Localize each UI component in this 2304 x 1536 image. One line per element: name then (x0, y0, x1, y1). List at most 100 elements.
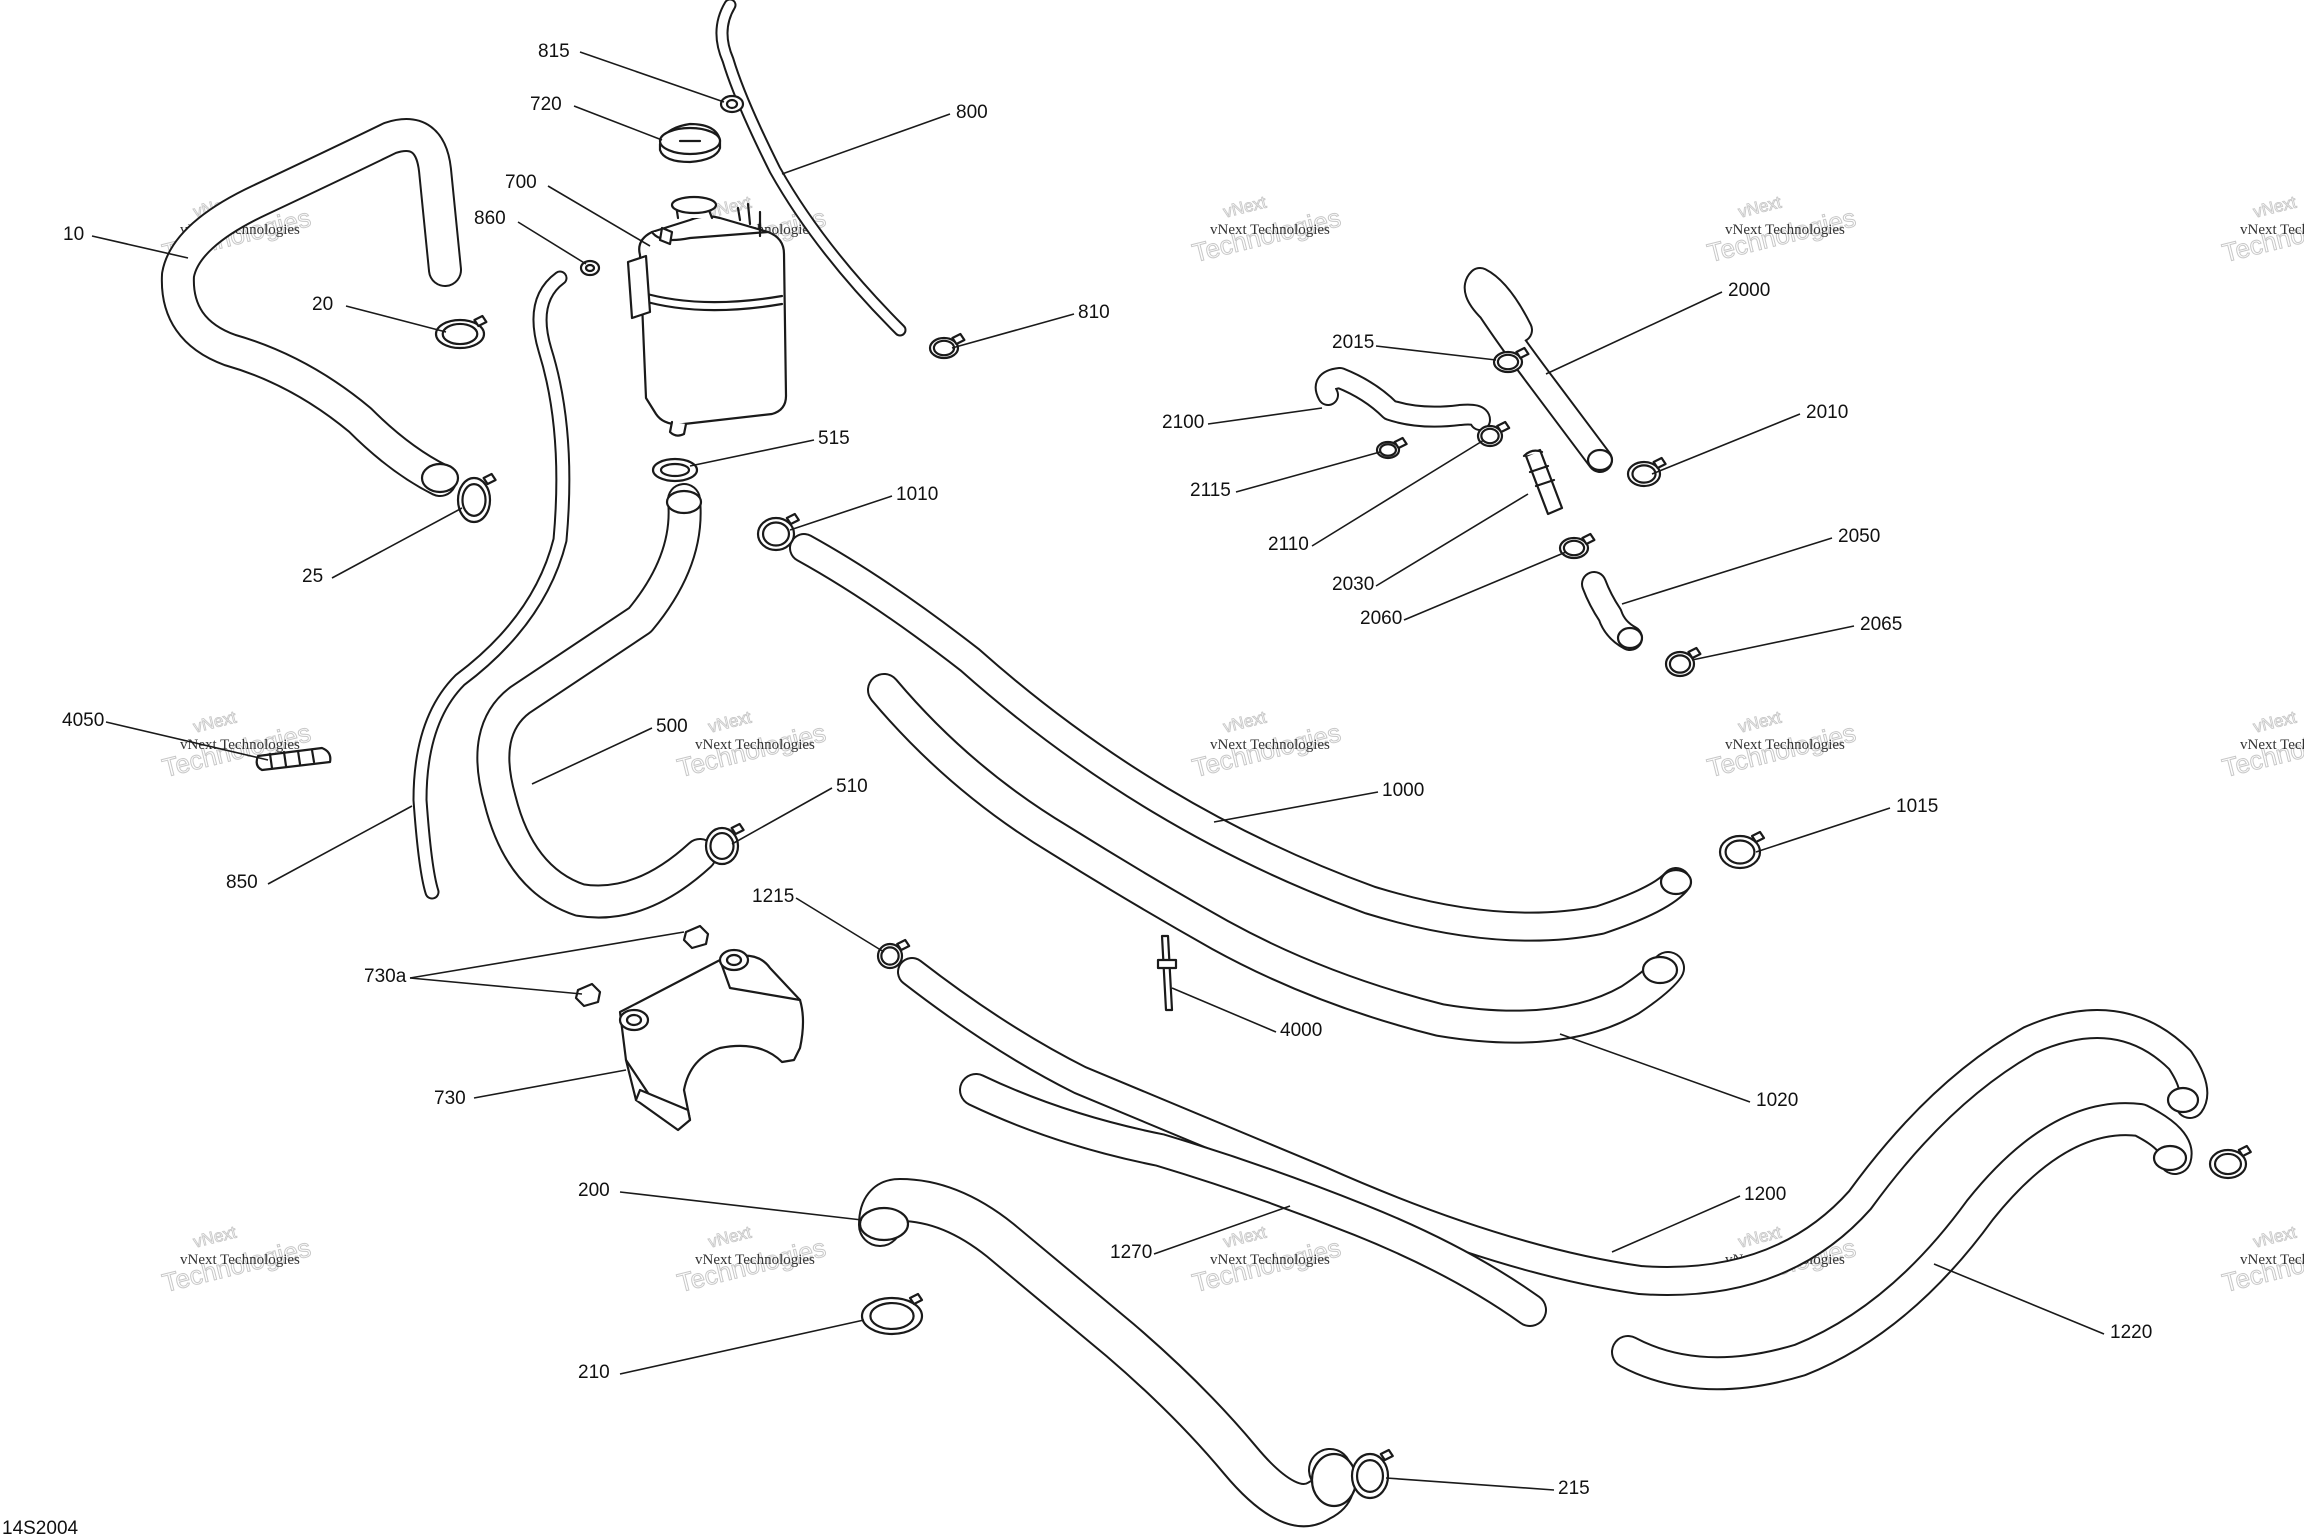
hose-1220-end (2152, 1144, 2188, 1172)
callout-2015: 2015 (1332, 332, 1374, 353)
callout-2000: 2000 (1728, 280, 1770, 301)
reservoir-bracket (618, 948, 805, 1132)
hose-200-end (1310, 1452, 1358, 1508)
callout-2060: 2060 (1360, 608, 1402, 629)
callout-1200: 1200 (1744, 1184, 1786, 1205)
leader-line-215 (1385, 1477, 1555, 1491)
callout-720: 720 (530, 94, 562, 115)
leader-line-730a (409, 977, 583, 995)
watermark-text-small: vNext Technologies (2240, 737, 2304, 753)
callout-1000: 1000 (1382, 780, 1424, 801)
hose-500-end (665, 489, 703, 515)
clamp-20 (434, 314, 488, 350)
hose-10-end (420, 462, 460, 494)
hose-2100 (1314, 367, 1491, 431)
hose-500 (476, 483, 717, 919)
callout-2065: 2065 (1860, 614, 1902, 635)
watermark-text-small: vNext Technologies (2240, 222, 2304, 238)
hose-2000 (1463, 267, 1613, 473)
nut-730a-lower (574, 982, 602, 1008)
callout-815: 815 (538, 41, 570, 62)
clamp-1015 (1718, 830, 1766, 870)
callout-2115: 2115 (1190, 480, 1231, 501)
callout-515: 515 (818, 428, 850, 449)
watermark-text-top: vNext (191, 1223, 238, 1252)
leader-line-2115 (1235, 451, 1381, 493)
leader-line-1215 (795, 897, 885, 953)
leader-line-860 (517, 221, 587, 265)
hose-1000-end (1659, 868, 1693, 896)
watermark-text-small: vNext Technologies (1210, 737, 1330, 753)
leader-line-730 (473, 1069, 627, 1099)
watermark-text-small: vNext Technologies (2240, 1252, 2304, 1268)
callout-810: 810 (1078, 302, 1110, 323)
fitting-4050 (255, 746, 332, 772)
callout-25: 25 (302, 566, 323, 587)
callout-800: 800 (956, 102, 988, 123)
leader-line-2050 (1621, 537, 1833, 605)
watermark-text-top: vNext (2251, 708, 2298, 737)
callout-500: 500 (656, 716, 688, 737)
clamp-25 (456, 472, 497, 524)
clamp-2110 (1476, 420, 1511, 448)
leader-line-1000 (1213, 791, 1379, 823)
leader-line-200 (619, 1191, 863, 1221)
leader-line-2015 (1375, 345, 1497, 361)
watermark-text-top: vNext (1736, 708, 1783, 737)
callout-1015: 1015 (1896, 796, 1938, 817)
leader-line-510 (731, 787, 833, 845)
hose-800 (715, 0, 907, 337)
callout-215: 215 (1558, 1478, 1590, 1499)
leader-line-800 (781, 113, 951, 175)
hose-1200-end (2166, 1086, 2200, 1114)
leader-line-1270 (1153, 1205, 1291, 1255)
nut-730a-upper (682, 924, 710, 950)
hose-200-start (858, 1206, 910, 1242)
clamp-1215 (876, 938, 911, 970)
callout-1215: 1215 (752, 886, 794, 907)
hoses (160, 0, 2209, 1527)
leader-line-1015 (1755, 807, 1891, 853)
hose-2050-end (1616, 626, 1644, 650)
callout-2100: 2100 (1162, 412, 1204, 433)
clamp-1220-end (2208, 1144, 2252, 1180)
callout-2030: 2030 (1332, 574, 1374, 595)
leader-line-850 (267, 805, 413, 885)
clamp-860 (579, 259, 601, 277)
fitting-2030 (1522, 448, 1564, 516)
callout-1220: 1220 (2110, 1322, 2152, 1343)
callout-860: 860 (474, 208, 506, 229)
leader-line-1010 (789, 495, 893, 531)
leader-line-2110 (1311, 439, 1485, 547)
leader-line-700 (547, 185, 651, 247)
leader-line-4050 (105, 721, 269, 761)
leader-line-2065 (1691, 625, 1855, 661)
hose-1000 (789, 533, 1691, 942)
watermark-text-top: vNext (1221, 193, 1268, 222)
callout-2010: 2010 (1806, 402, 1848, 423)
hose-1220 (1611, 1102, 2193, 1391)
hose-10 (160, 118, 462, 497)
watermark-text-small: vNext Technologies (180, 1252, 300, 1268)
watermark-text-top: vNext (706, 708, 753, 737)
watermark-text-small: vNext Technologies (1725, 737, 1845, 753)
leader-line-730a (409, 931, 685, 979)
callout-2050: 2050 (1838, 526, 1880, 547)
clamp-2015 (1492, 346, 1530, 374)
watermark-text-small: vNext Technologies (695, 737, 815, 753)
hose-2000-end (1586, 448, 1614, 472)
leader-line-1020 (1559, 1033, 1751, 1103)
clamp-2115 (1375, 436, 1408, 460)
clamp-215 (1350, 1448, 1394, 1500)
callout-10: 10 (63, 224, 84, 245)
callout-510: 510 (836, 776, 868, 797)
clamp-2010 (1626, 456, 1667, 488)
hose-1200 (897, 957, 2209, 1296)
hose-clamps (434, 314, 2252, 1500)
drawing-number: 14S2004 (2, 1518, 79, 1536)
callout-200: 200 (578, 1180, 610, 1201)
callout-1010: 1010 (896, 484, 938, 505)
leader-line-2000 (1545, 291, 1723, 375)
